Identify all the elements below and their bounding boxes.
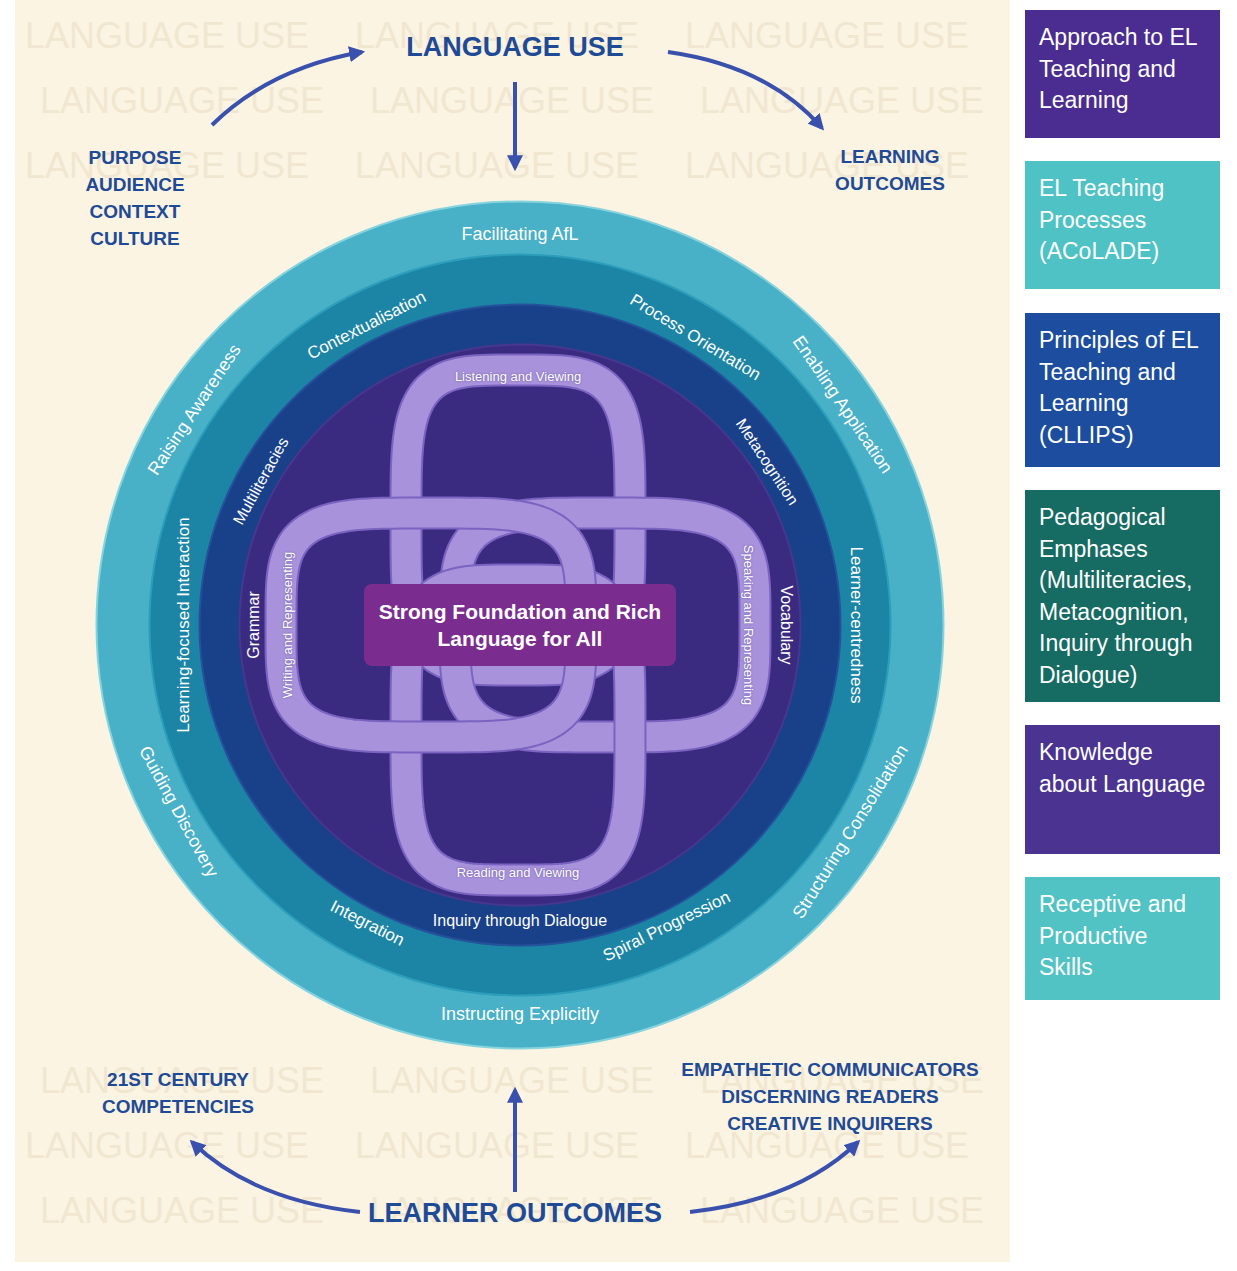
legend-text: Knowledge about Language [1039, 737, 1206, 800]
center-box: Strong Foundation and Rich Language for … [364, 584, 676, 666]
legend-text: Approach to EL Teaching and Learning [1039, 22, 1206, 117]
center-text: Strong Foundation and Rich Language for … [378, 598, 662, 653]
ring-fill [240, 345, 801, 906]
ring-label: Learning-focused Interaction [175, 517, 194, 732]
legend-text: Pedagogical Emphases (Multiliteracies, M… [1039, 502, 1206, 691]
watermark: LANGUAGE USE [355, 1125, 639, 1166]
watermark: LANGUAGE USE [700, 80, 984, 121]
watermark: LANGUAGE USE [685, 15, 969, 56]
watermark: LANGUAGE USE [700, 1190, 984, 1231]
flow-heading: LANGUAGE USE [406, 34, 624, 61]
curved-arrow [192, 1142, 360, 1212]
outcome-label: EMPATHETIC COMMUNICATORS DISCERNING READ… [675, 1056, 985, 1137]
legend-swatch: EL Teaching Processes (ACoLADE) [1025, 161, 1220, 289]
ring-label: Learner-centredness [847, 547, 866, 704]
outcome-label: 21ST CENTURY COMPETENCIES [91, 1066, 266, 1120]
legend-swatch: Receptive and Productive Skills [1025, 877, 1220, 1000]
ring-label: Instructing Explicitly [441, 1005, 599, 1025]
legend-text: Receptive and Productive Skills [1039, 889, 1206, 984]
legend-swatch: Knowledge about Language [1025, 725, 1220, 854]
curved-arrow [668, 52, 822, 128]
loop-label: Listening and Viewing [455, 370, 581, 384]
legend-text: EL Teaching Processes (ACoLADE) [1039, 173, 1206, 268]
ring-fill [150, 255, 891, 996]
watermark: LANGUAGE USE [370, 1060, 654, 1101]
straight-arrow [513, 82, 517, 168]
legend-swatch: Approach to EL Teaching and Learning [1025, 10, 1220, 138]
watermark: LANGUAGE USE [25, 15, 309, 56]
loop-label: Speaking and Representing [741, 545, 755, 705]
legend-text: Principles of EL Teaching and Learning (… [1039, 325, 1206, 451]
watermark: LANGUAGE USE [355, 145, 639, 186]
loop-label: Reading and Viewing [457, 866, 580, 880]
curved-arrow [212, 52, 362, 125]
legend-swatch: Principles of EL Teaching and Learning (… [1025, 313, 1220, 467]
curved-arrow [690, 1142, 858, 1212]
teaching-process-ring: Facilitating AfLEnabling ApplicationStru… [95, 200, 945, 1050]
knowledge-disk: Grammar Vocabulary Listening and ViewingSp… [238, 343, 802, 907]
ring-label: Grammar [245, 591, 263, 659]
outcome-label: PURPOSE AUDIENCE CONTEXT CULTURE [85, 144, 184, 252]
straight-arrow [513, 1090, 517, 1192]
ring-fill [97, 202, 944, 1049]
watermark: LANGUAGE USE [40, 80, 324, 121]
outcome-label: LEARNING OUTCOMES [835, 143, 945, 197]
emphasis-ring: MultiliteraciesMetacognitionInquiry thro… [198, 303, 842, 947]
loop-label: Writing and Representing [281, 552, 295, 698]
ring-fill [200, 305, 841, 946]
principle-ring: ContextualisationProcess OrientationLear… [148, 253, 892, 997]
watermark: LANGUAGE USE [25, 1125, 309, 1166]
ring-label: Facilitating AfL [461, 225, 578, 245]
legend-swatch: Pedagogical Emphases (Multiliteracies, M… [1025, 490, 1220, 702]
flow-heading: LEARNER OUTCOMES [368, 1200, 662, 1227]
watermark: LANGUAGE USE [370, 80, 654, 121]
ring-label: Inquiry through Dialogue [433, 912, 607, 930]
ring-label: Vocabulary [777, 585, 795, 664]
